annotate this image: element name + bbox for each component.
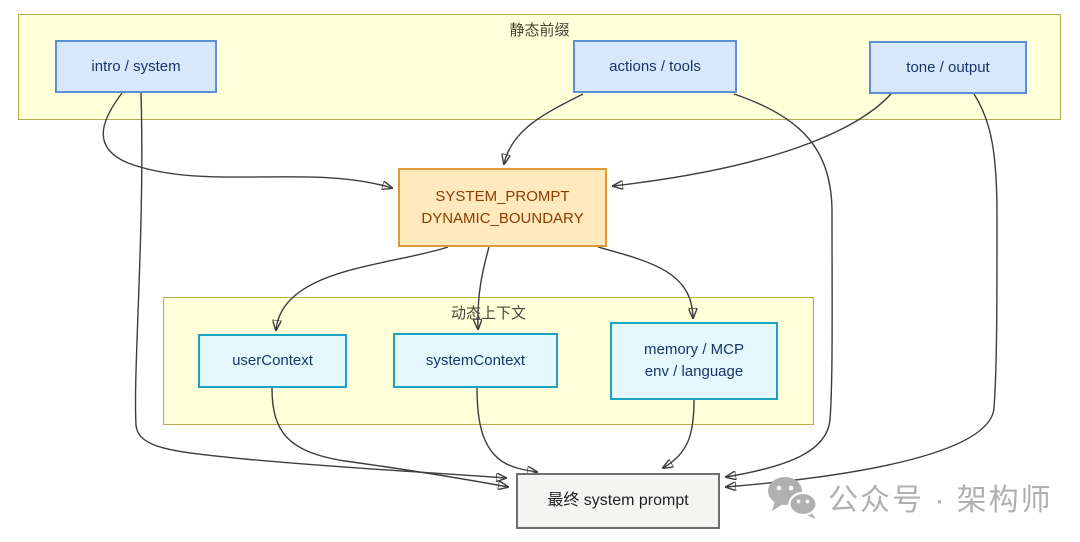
node-intro-system[interactable]: intro / system (55, 40, 217, 93)
wechat-icon (768, 477, 818, 519)
node-tone-output[interactable]: tone / output (869, 41, 1027, 94)
node-memory-env-line2: env / language (644, 363, 744, 380)
node-usercontext-label: userContext (232, 352, 313, 370)
node-system-prompt-boundary-line1: SYSTEM_PROMPT (435, 187, 570, 205)
node-systemcontext[interactable]: systemContext (393, 333, 558, 388)
static-prefix-group-label: 静态前缀 (509, 22, 570, 39)
watermark: 公众号 · 架构师 (766, 474, 1053, 520)
node-system-prompt-boundary[interactable]: SYSTEM_PROMPT DYNAMIC_BOUNDARY (398, 168, 607, 247)
node-actions-tools[interactable]: actions / tools (573, 40, 737, 93)
dynamic-context-group-label: 动态上下文 (450, 305, 526, 322)
node-usercontext[interactable]: userContext (198, 334, 347, 388)
node-final-system-prompt-label: 最终 system prompt (547, 492, 689, 510)
node-final-system-prompt[interactable]: 最终 system prompt (516, 473, 720, 529)
watermark-text: 公众号 · 架构师 (828, 484, 1053, 517)
node-memory-env-line1: memory / MCP (643, 341, 744, 359)
node-systemcontext-label: systemContext (425, 351, 526, 369)
node-system-prompt-boundary-line2: DYNAMIC_BOUNDARY (421, 209, 584, 227)
node-intro-system-label: intro / system (91, 57, 181, 75)
node-memory-env[interactable]: memory / MCP env / language (610, 322, 778, 400)
node-tone-output-label: tone / output (906, 58, 990, 76)
node-actions-tools-label: actions / tools (609, 57, 701, 75)
arrow-tone-to-final (726, 93, 998, 487)
